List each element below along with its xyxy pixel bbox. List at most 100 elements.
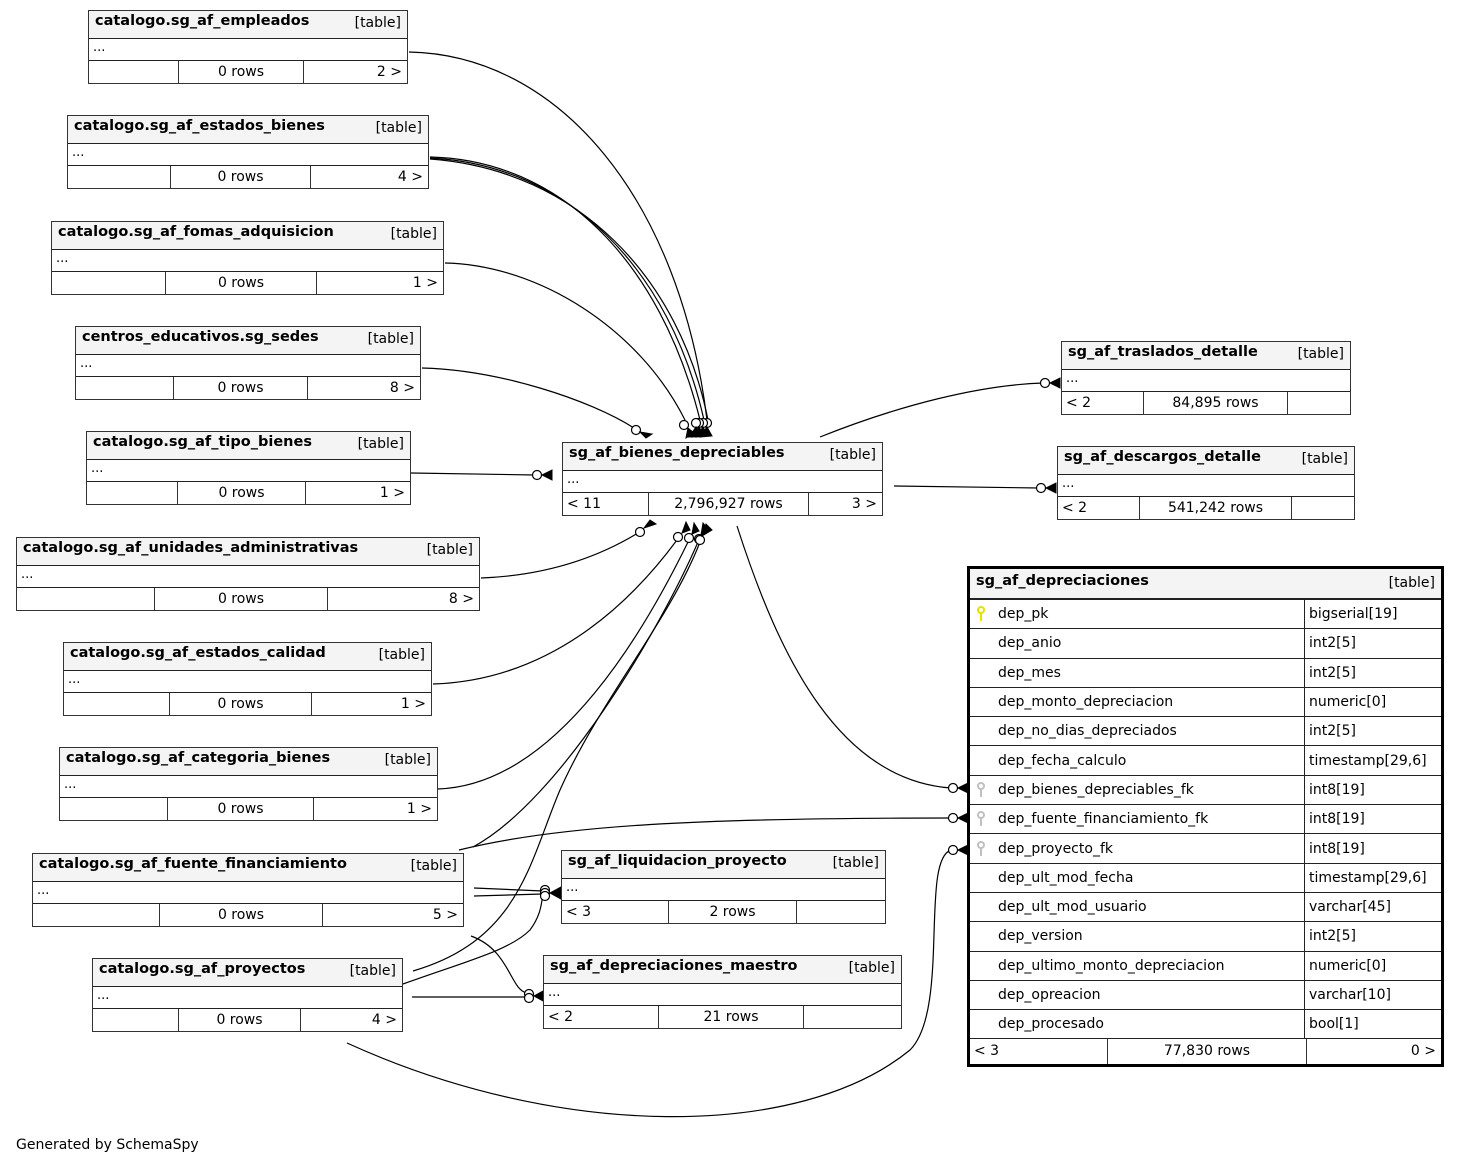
- column-type: bigserial[19]: [1309, 606, 1398, 623]
- children-count[interactable]: 1 >: [406, 801, 432, 817]
- parents-count[interactable]: [68, 166, 171, 188]
- column-name: dep_pk: [998, 606, 1049, 623]
- column-type: int8[19]: [1309, 781, 1365, 798]
- table-name: sg_af_depreciaciones: [976, 573, 1149, 589]
- row-count: 21 rows: [659, 1006, 804, 1028]
- foreign-key-icon: [976, 811, 998, 827]
- parents-count[interactable]: [89, 61, 179, 83]
- parents-count[interactable]: < 3: [970, 1039, 1108, 1065]
- children-count[interactable]: 1 >: [379, 485, 405, 501]
- columns-collapsed: ...: [52, 250, 443, 272]
- children-count[interactable]: [797, 901, 885, 923]
- children-count[interactable]: [1288, 392, 1350, 414]
- row-count: 541,242 rows: [1140, 497, 1292, 519]
- columns-collapsed: ...: [1062, 370, 1350, 392]
- table-kind: [table]: [357, 436, 404, 452]
- parents-count[interactable]: < 11: [563, 493, 649, 515]
- table-catalogo-sg-af-fuente-financiamiento[interactable]: catalogo.sg_af_fuente_financiamiento [tab…: [32, 853, 464, 927]
- table-catalogo-sg-af-tipo-bienes[interactable]: catalogo.sg_af_tipo_bienes[table] ... 0 …: [86, 431, 411, 505]
- children-count[interactable]: 8 >: [389, 380, 415, 396]
- columns-collapsed: ...: [544, 984, 901, 1006]
- column-type: timestamp[29,6]: [1309, 752, 1427, 769]
- column-row[interactable]: dep_pk bigserial[19]: [970, 600, 1441, 630]
- parents-count[interactable]: [93, 1009, 179, 1031]
- row-count: 0 rows: [179, 1009, 301, 1031]
- table-catalogo-sg-af-proyectos[interactable]: catalogo.sg_af_proyectos[table] ... 0 ro…: [92, 958, 403, 1032]
- table-catalogo-sg-af-estados-bienes[interactable]: catalogo.sg_af_estados_bienes[table] ...…: [67, 115, 429, 189]
- table-name: catalogo.sg_af_fuente_financiamiento: [39, 856, 347, 872]
- children-count[interactable]: 5 >: [432, 907, 458, 923]
- table-catalogo-sg-af-empleados[interactable]: catalogo.sg_af_empleados[table] ... 0 ro…: [88, 10, 408, 84]
- children-count[interactable]: 3 >: [851, 496, 877, 512]
- row-count: 0 rows: [155, 588, 328, 610]
- children-count[interactable]: 1 >: [400, 696, 426, 712]
- table-sg-af-depreciaciones[interactable]: sg_af_depreciaciones [table] dep_pk bigser…: [967, 566, 1444, 1068]
- columns-collapsed: ...: [1058, 475, 1354, 497]
- table-sg-af-depreciaciones-maestro[interactable]: sg_af_depreciaciones_maestro[table] ... …: [543, 955, 902, 1029]
- parents-count[interactable]: < 2: [544, 1006, 659, 1028]
- table-kind: [table]: [378, 647, 425, 663]
- parents-count[interactable]: [33, 904, 160, 926]
- table-catalogo-sg-af-fomas-adquisicion[interactable]: catalogo.sg_af_fomas_adquisicion[table] …: [51, 221, 444, 295]
- parents-count[interactable]: [17, 588, 155, 610]
- edge-estados-bienes-1: [429, 156, 701, 421]
- parents-count[interactable]: < 2: [1058, 497, 1140, 519]
- children-count[interactable]: 4 >: [397, 169, 423, 185]
- table-kind: [table]: [1388, 575, 1435, 591]
- table-sg-af-bienes-depreciables[interactable]: sg_af_bienes_depreciables[table] ... < 1…: [562, 442, 883, 516]
- parents-count[interactable]: [64, 693, 170, 715]
- children-count[interactable]: 8 >: [448, 591, 474, 607]
- table-kind: [table]: [410, 858, 457, 874]
- children-count[interactable]: [1292, 497, 1354, 519]
- table-catalogo-sg-af-unidades-administrativas[interactable]: catalogo.sg_af_unidades_administrativas[…: [16, 537, 480, 611]
- column-type: int8[19]: [1309, 811, 1365, 828]
- table-catalogo-sg-af-categoria-bienes[interactable]: catalogo.sg_af_categoria_bienes[table] .…: [59, 747, 438, 821]
- column-type: numeric[0]: [1309, 957, 1387, 974]
- generated-by-footer: Generated by SchemaSpy: [16, 1137, 199, 1153]
- table-name: sg_af_traslados_detalle: [1068, 344, 1258, 360]
- children-count[interactable]: 4 >: [371, 1012, 397, 1028]
- table-catalogo-sg-af-estados-calidad[interactable]: catalogo.sg_af_estados_calidad[table] ..…: [63, 642, 432, 716]
- parents-count[interactable]: [87, 482, 178, 504]
- edge-fuente-depreciaciones: [458, 817, 952, 851]
- parents-count[interactable]: [52, 272, 166, 294]
- column-name-cell: dep_bienes_depreciables_fk: [970, 775, 1305, 805]
- children-count[interactable]: [804, 1006, 901, 1028]
- column-name-cell: dep_no_dias_depreciados: [970, 717, 1305, 746]
- row-count: 0 rows: [174, 377, 308, 399]
- column-name-cell: dep_procesado: [970, 1010, 1305, 1039]
- children-count[interactable]: 1 >: [412, 275, 438, 291]
- table-kind: [table]: [390, 226, 437, 242]
- table-centros-educativos-sg-sedes[interactable]: centros_educativos.sg_sedes[table] ... 0…: [75, 326, 421, 400]
- parents-count[interactable]: [76, 377, 174, 399]
- parents-count[interactable]: [60, 798, 168, 820]
- table-name: catalogo.sg_af_fomas_adquisicion: [58, 224, 334, 240]
- table-sg-af-liquidacion-proyecto[interactable]: sg_af_liquidacion_proyecto[table] ... < …: [561, 850, 886, 924]
- edge-estados-bienes-3: [429, 158, 709, 421]
- children-count[interactable]: 0 >: [1410, 1043, 1436, 1060]
- parents-count[interactable]: < 2: [1062, 392, 1144, 414]
- column-name-cell: dep_version: [970, 922, 1305, 951]
- column-name: dep_anio: [998, 635, 1062, 652]
- children-count[interactable]: 2 >: [376, 64, 402, 80]
- column-type: int8[19]: [1309, 840, 1365, 857]
- parents-count[interactable]: < 3: [562, 901, 669, 923]
- table-kind: [table]: [426, 542, 473, 558]
- column-type: numeric[0]: [1309, 694, 1387, 711]
